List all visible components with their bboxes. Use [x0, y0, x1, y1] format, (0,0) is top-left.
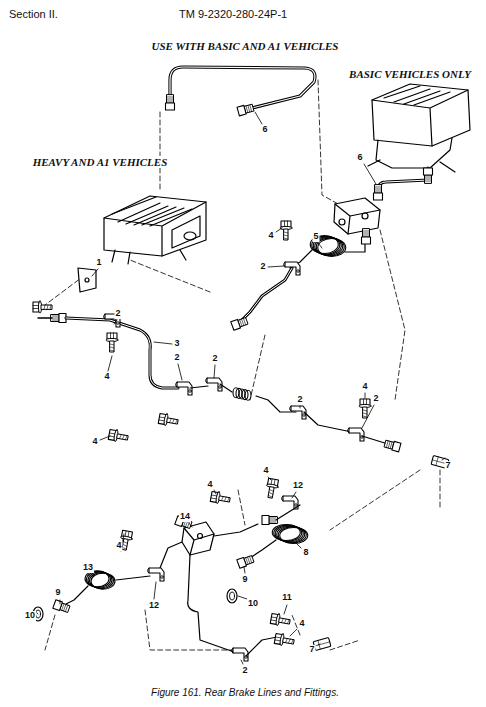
section-header: Section II. — [8, 8, 59, 20]
coil-turn — [280, 528, 308, 544]
coil-turn — [318, 239, 346, 257]
callout-number: 2 — [296, 395, 303, 405]
callout-number: 2 — [241, 666, 248, 676]
manual-number: TM 9-2320-280-24P-1 — [178, 8, 288, 20]
callout-number: 9 — [54, 588, 61, 598]
group-note: HEAVY AND A1 VEHICLES — [32, 156, 169, 168]
callout-number: 5 — [312, 232, 319, 242]
callout-number: 11 — [281, 593, 293, 603]
tube-coil — [85, 571, 115, 589]
tube-coil — [272, 525, 308, 544]
callout-number: 2 — [173, 353, 180, 363]
callout-number: 7 — [444, 461, 451, 471]
callout-number: 12 — [292, 481, 304, 491]
callout-number: 4 — [91, 437, 98, 447]
figure-caption: Figure 161. Rear Brake Lines and Fitting… — [150, 687, 340, 698]
callout-number: 4 — [361, 382, 368, 392]
callout-number: 2 — [114, 309, 121, 319]
callout-number: 3 — [173, 339, 180, 349]
coil-turn — [245, 390, 251, 400]
callout-number: 4 — [267, 231, 274, 241]
callout-number: 10 — [24, 611, 36, 621]
callout-number: 10 — [247, 599, 259, 609]
callout-number: 4 — [206, 480, 213, 490]
callout-number: 4 — [262, 466, 269, 476]
callout-number: 4 — [298, 619, 305, 629]
coil-turn — [91, 573, 115, 589]
callout-number: 12 — [148, 601, 160, 611]
callout-number: 7 — [308, 645, 315, 655]
callout-number: 8 — [302, 548, 309, 558]
usage-heading: USE WITH BASIC AND A1 VEHICLES — [151, 40, 340, 52]
callout-number: 14 — [179, 512, 191, 522]
callout-number: 2 — [211, 354, 218, 364]
callout-number: 2 — [372, 394, 379, 404]
callout-number: 2 — [259, 262, 266, 272]
callout-number: 6 — [261, 125, 268, 135]
group-note: BASIC VEHICLES ONLY — [348, 68, 472, 80]
callout-number: 13 — [82, 563, 94, 573]
callout-number: 6 — [356, 153, 363, 163]
callout-number: 4 — [115, 541, 122, 551]
callout-number: 1 — [95, 258, 102, 268]
tube-coil — [233, 388, 251, 400]
callout-number: 4 — [103, 372, 110, 382]
callout-number: 9 — [241, 575, 248, 585]
